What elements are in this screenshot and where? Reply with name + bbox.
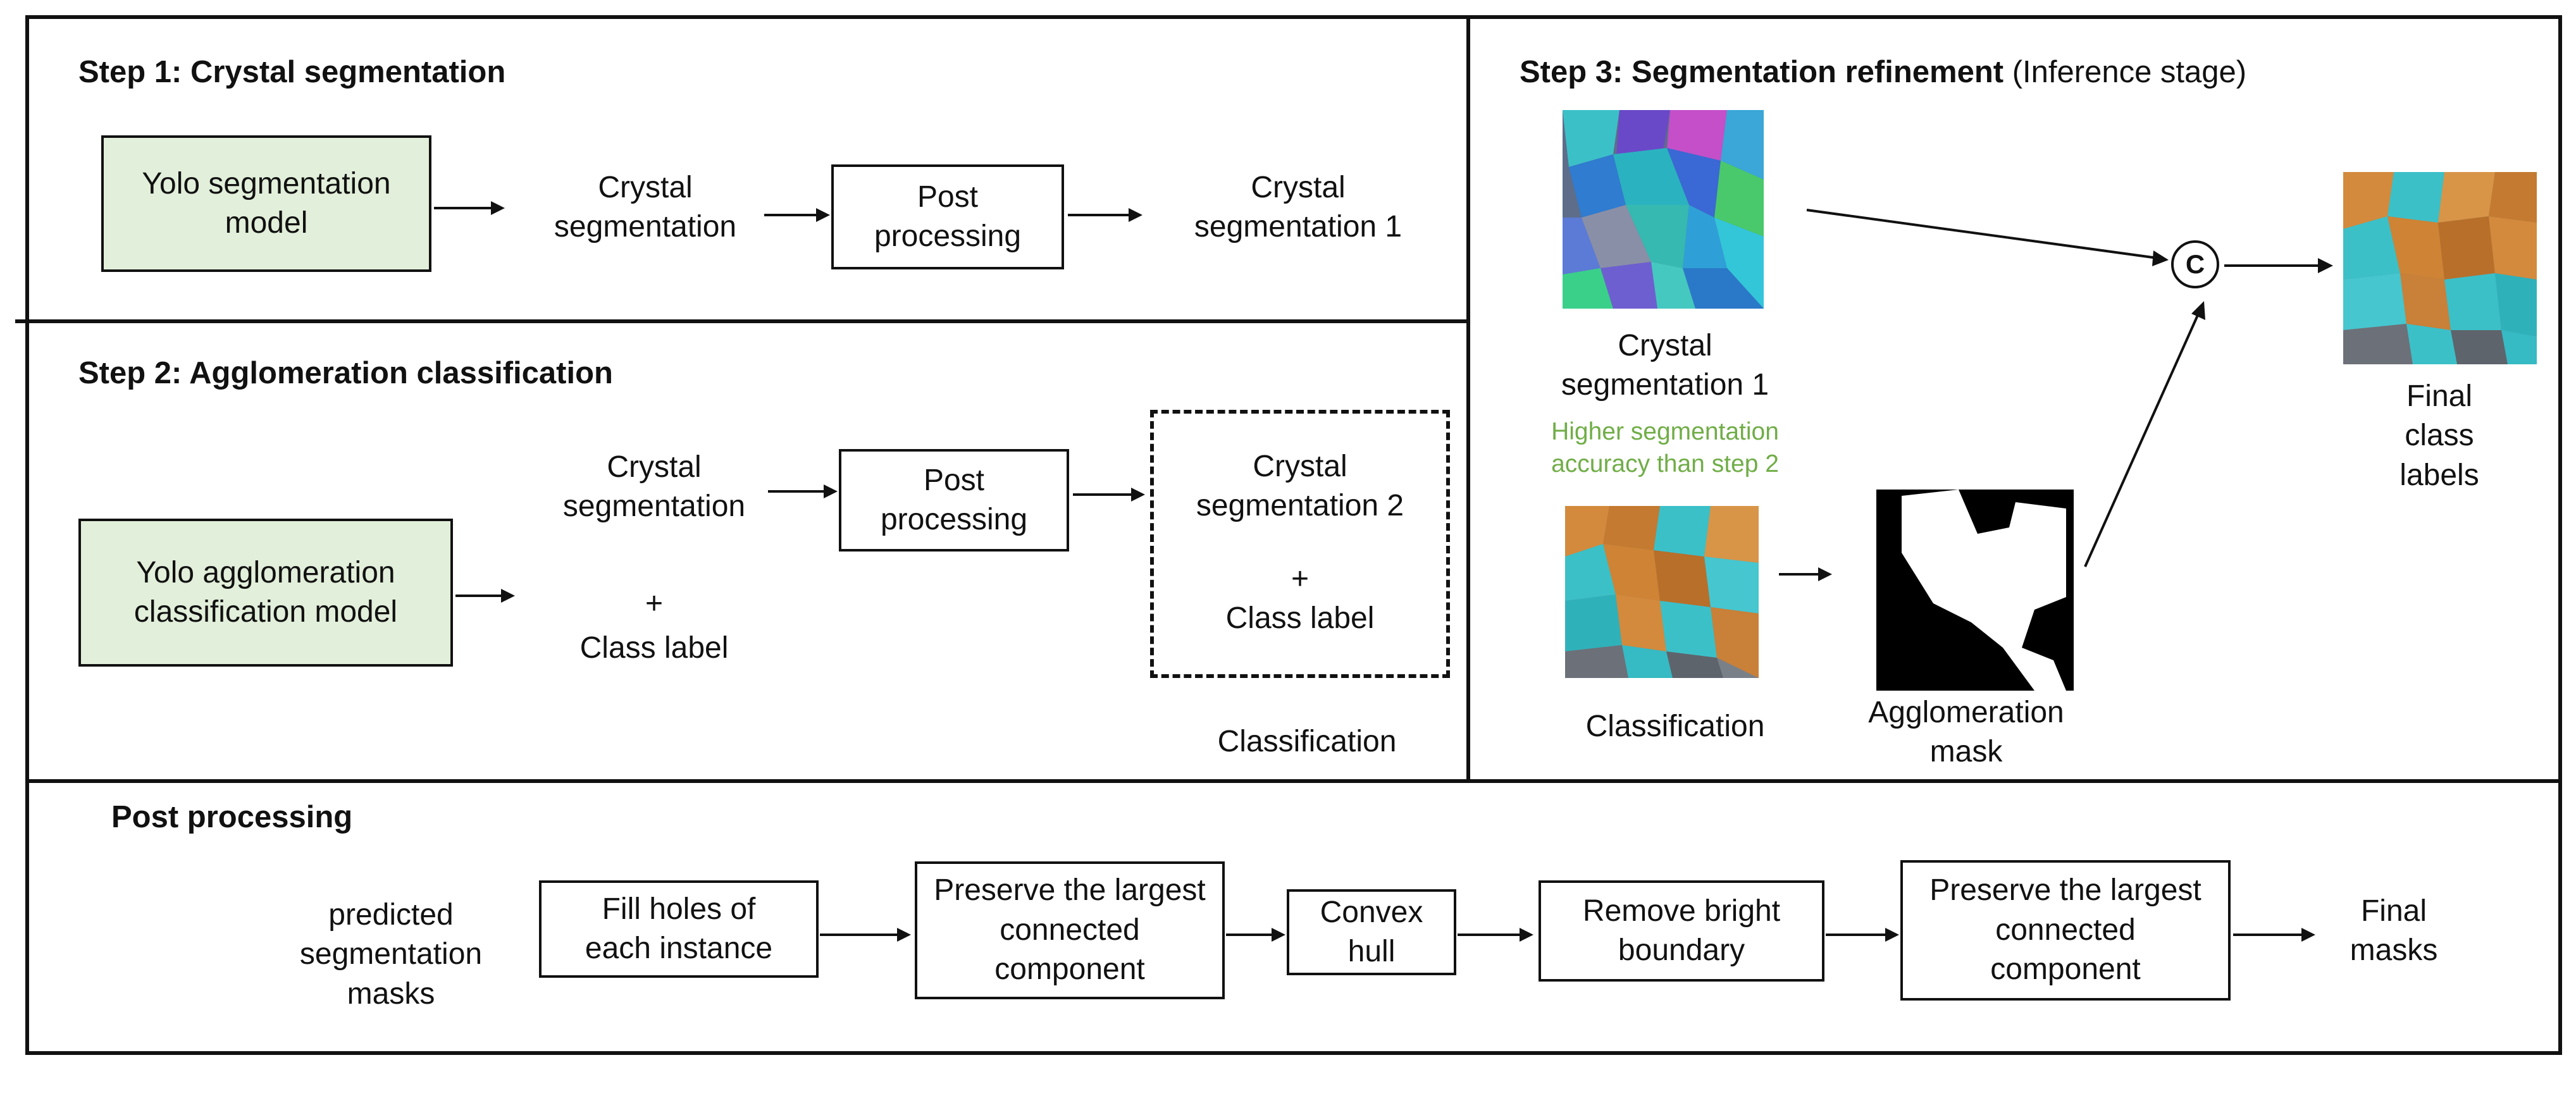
classification-image [1565,506,1759,678]
post-input-label: predicted segmentation masks [299,898,483,1011]
step2-class-label: Class label [579,631,729,665]
step2-arrow-1 [455,589,515,603]
post-box-fill-holes: Fill holes of each instance [539,880,819,978]
step2-arrow-2 [768,484,838,498]
agglomeration-mask-image [1876,490,2074,691]
step2-output-label: Crystal segmentation [562,450,746,524]
step2-result-label: Crystal segmentation 2 [1196,449,1404,522]
step1-arrow-2 [764,208,830,222]
arrow-seg-to-concat [1806,209,2169,266]
post-box-remove-boundary: Remove bright boundary [1539,880,1824,982]
frame-top [25,15,2562,19]
frame-left [25,15,29,1055]
post-box-convex-hull: Convex hull [1287,889,1456,975]
final-class-labels-thumbnail [2343,172,2537,364]
agglomeration-mask-thumbnail [1876,490,2074,691]
step2-result-class-label: Class label [1225,601,1375,635]
step2-plus: + [645,587,664,620]
post-arrow-5 [2233,928,2315,942]
step2-result-class-group: + Class label [1226,560,1375,639]
post-arrow-4 [1826,928,1899,942]
crystal-segmentation-thumbnail [1563,110,1764,309]
step1-model-box: Yolo segmentation model [101,135,431,272]
arrow-mask-to-concat [2084,301,2205,567]
crystal-segmentation-image [1563,110,1764,309]
step1-result-label: Crystal segmentation 1 [1194,171,1403,244]
post-box-largest-component-1: Preserve the largest connected component [915,861,1225,999]
step3-heading-bold: Step 3: Segmentation refinement [1520,55,2004,89]
concat-symbol-label: C [2185,249,2205,279]
frame-divider-step1-step2 [15,319,1469,323]
classification-thumbnail [1565,506,1759,678]
step1-arrow-1 [434,201,505,215]
step3-heading: Step 3: Segmentation refinement (Inferen… [1520,54,2246,90]
step2-classification-caption: Classification [1217,725,1397,758]
arrow-concat-to-final [2224,258,2333,273]
post-arrow-1 [820,928,911,942]
post-box-largest-component-2: Preserve the largest connected component [1900,860,2231,1001]
step2-arrow-3 [1073,488,1145,502]
step3-mask-caption: Agglomeration mask [1868,696,2064,769]
step1-arrow-3 [1068,208,1142,222]
step3-final-caption: Final class labels [2400,379,2479,492]
concat-symbol: C [2171,240,2219,288]
final-class-labels-image [2343,172,2537,364]
step2-result-box: Crystal segmentation 2 + Class label [1150,410,1450,678]
post-arrow-2 [1226,928,1285,942]
frame-divider-vertical [1466,15,1470,782]
step1-heading: Step 1: Crystal segmentation [78,55,506,89]
frame-divider-post [25,779,2562,783]
frame-bottom [25,1051,2562,1055]
step2-result-plus: + [1291,562,1310,596]
step3-accuracy-note: Higher segmentation accuracy than step 2 [1551,418,1779,478]
step3-seg-caption: Crystal segmentation 1 [1561,329,1769,402]
frame-right [2558,15,2562,1055]
step2-heading: Step 2: Agglomeration classification [78,356,613,390]
post-output-label: Final masks [2350,894,2438,968]
step2-model-box: Yolo agglomeration classification model [78,519,453,667]
post-arrow-3 [1458,928,1533,942]
step1-post-box: Post processing [831,164,1064,269]
step3-heading-normal: (Inference stage) [2012,55,2247,89]
post-heading: Post processing [111,800,353,834]
step1-output-label: Crystal segmentation [554,171,737,244]
step3-classification-caption: Classification [1585,710,1765,743]
arrow-class-to-mask [1779,567,1832,581]
step2-post-box: Post processing [839,449,1069,552]
